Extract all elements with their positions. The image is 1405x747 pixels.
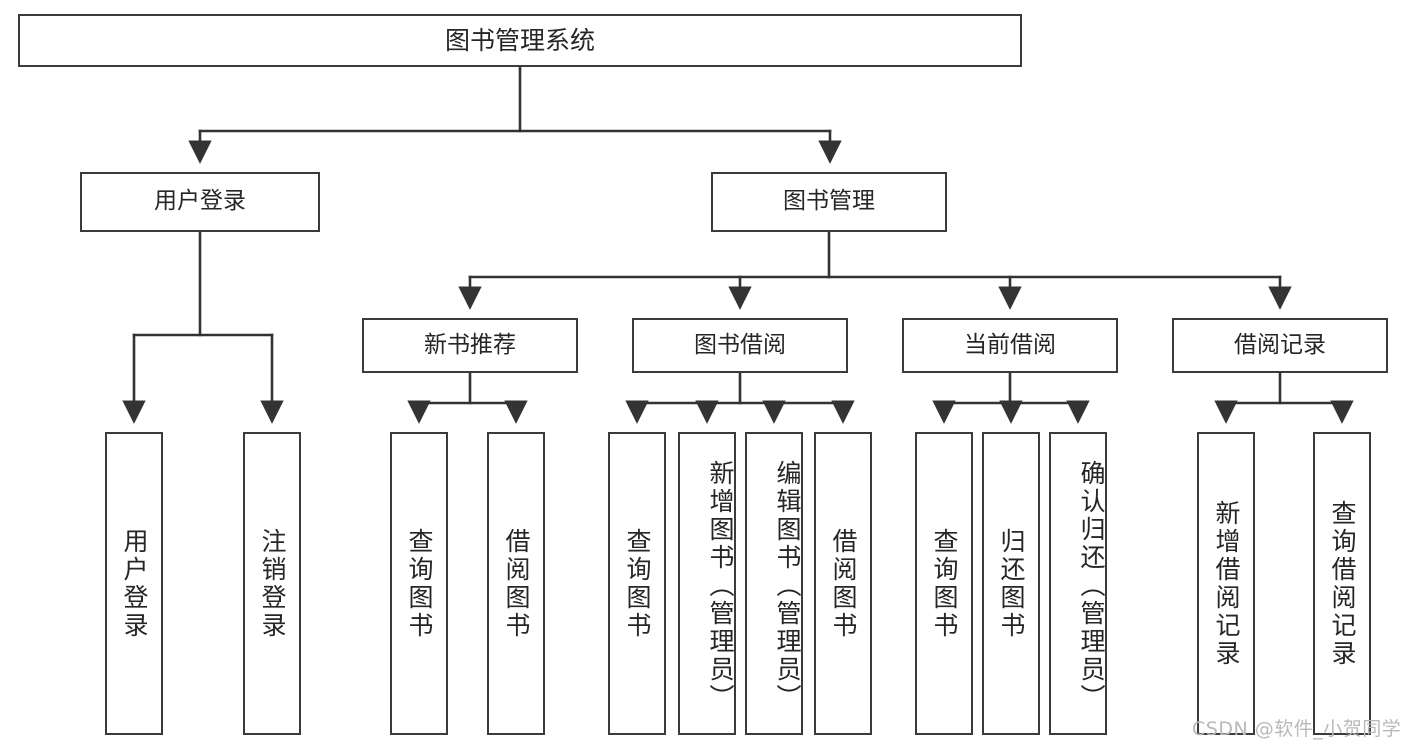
csdn-watermark: CSDN @软件_小贺同学 xyxy=(1192,718,1402,740)
node-current-borrowing[interactable]: 当前借阅 xyxy=(902,318,1118,373)
leaf-node[interactable]: 用户登录 xyxy=(105,432,163,735)
node-book-management[interactable]: 图书管理 xyxy=(711,172,947,232)
leaf-node[interactable]: 查询借阅记录 xyxy=(1313,432,1371,735)
leaf-node[interactable]: 查询图书 xyxy=(608,432,666,735)
node-book-borrowing[interactable]: 图书借阅 xyxy=(632,318,848,373)
leaf-node[interactable]: 编辑图书（管理员） xyxy=(745,432,803,735)
leaf-node[interactable]: 新增借阅记录 xyxy=(1197,432,1255,735)
node-root-system[interactable]: 图书管理系统 xyxy=(18,14,1022,67)
leaf-node[interactable]: 借阅图书 xyxy=(487,432,545,735)
leaf-node[interactable]: 借阅图书 xyxy=(814,432,872,735)
node-borrow-records[interactable]: 借阅记录 xyxy=(1172,318,1388,373)
leaf-node[interactable]: 确认归还（管理员） xyxy=(1049,432,1107,735)
leaf-node[interactable]: 注销登录 xyxy=(243,432,301,735)
node-new-book-recommendation[interactable]: 新书推荐 xyxy=(362,318,578,373)
node-user-login[interactable]: 用户登录 xyxy=(80,172,320,232)
leaf-node[interactable]: 归还图书 xyxy=(982,432,1040,735)
leaf-node[interactable]: 新增图书（管理员） xyxy=(678,432,736,735)
leaf-node[interactable]: 查询图书 xyxy=(390,432,448,735)
leaf-node[interactable]: 查询图书 xyxy=(915,432,973,735)
